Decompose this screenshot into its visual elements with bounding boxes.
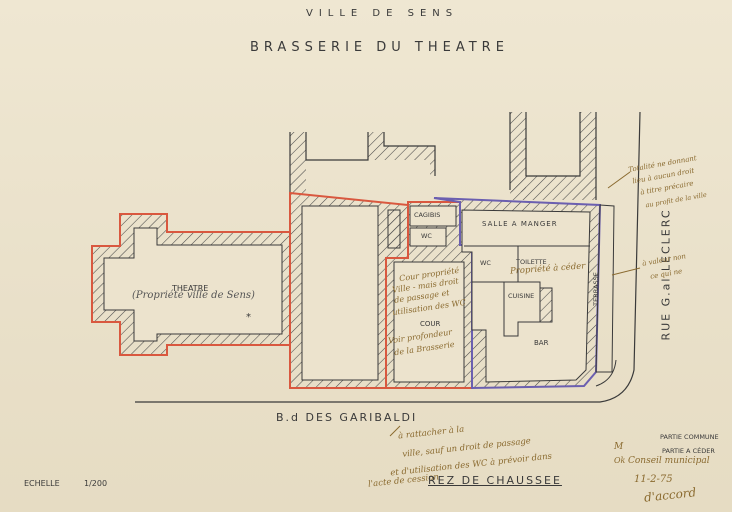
signature-m: M xyxy=(614,442,624,452)
scale-label: ECHELLE xyxy=(24,479,60,488)
theatre-interior xyxy=(103,227,283,342)
room-cuisine: CUISINE xyxy=(508,292,535,300)
room-theatre-note: (Propriété ville de Sens) xyxy=(132,290,255,301)
stairs xyxy=(539,287,553,323)
neighbor-hatch-left xyxy=(290,132,306,194)
neighbor-hatch-right xyxy=(510,112,526,192)
room-cagibis: CAGIBIS xyxy=(414,211,441,219)
legend-partie-a-ceder: PARTIE A CÉDER xyxy=(662,447,715,455)
boulevard-line xyxy=(135,111,641,403)
room-cour: COUR xyxy=(420,320,441,328)
plan-title: BRASSERIE DU THEATRE xyxy=(250,40,509,55)
legend-partie-commune: PARTIE COMMUNE xyxy=(660,433,719,441)
stairs-left xyxy=(387,209,401,249)
signature-conseil: Conseil municipal xyxy=(628,456,710,466)
brasserie-interior xyxy=(461,209,591,383)
svg-text:*: * xyxy=(246,312,251,323)
room-bar: BAR xyxy=(534,339,549,347)
terrace xyxy=(595,204,615,373)
signature-ok: Ok xyxy=(614,456,626,465)
room-wc-small: WC xyxy=(421,232,432,240)
room-wc: WC xyxy=(480,259,491,267)
town-heading: VILLE DE SENS xyxy=(306,8,459,19)
room-theatre: THEATRE xyxy=(172,284,209,293)
cuisine-walls xyxy=(503,281,541,337)
wc-small-room xyxy=(409,227,447,247)
room-toilette: TOILETTE xyxy=(516,258,547,266)
room-terrasse: TERRASSE xyxy=(591,272,600,306)
cagibis-room xyxy=(409,205,457,227)
neighbor-hatch-mid xyxy=(368,132,435,176)
scale-value: 1/200 xyxy=(84,479,108,488)
level-title: REZ DE CHAUSSEE xyxy=(428,474,562,487)
commune-block-interior xyxy=(301,205,379,381)
room-salle-a-manger: SALLE A MANGER xyxy=(482,220,558,228)
street-boulevard: B.d DES GARIBALDI xyxy=(276,411,418,424)
neighbor-hatch-right-2 xyxy=(510,112,596,200)
signature-date: 11-2-75 xyxy=(634,474,673,485)
courtyard-interior xyxy=(393,261,465,383)
